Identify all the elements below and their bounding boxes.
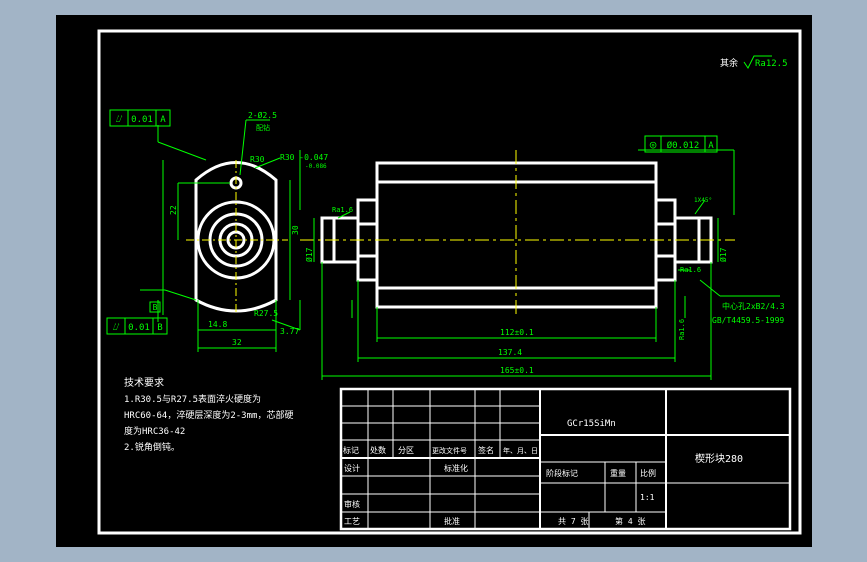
title-block (339, 387, 792, 531)
sheet-number: 第 4 张 (615, 516, 645, 526)
datum-b-box: B (149, 301, 161, 313)
standardize-label: 标准化 (444, 463, 468, 473)
dim-32-label: 32 (232, 338, 242, 347)
center-hole-label: 中心孔2xB2/4.3 (722, 301, 785, 311)
dim-165-label: 165±0.1 (500, 366, 534, 375)
weight-header: 重量 (610, 468, 626, 478)
main-view-centerlines (300, 150, 735, 318)
notes-line-2: HRC60-64，淬硬层深度为2-3mm，芯部硬 (124, 409, 293, 421)
row-label-sign: 签名 (478, 445, 494, 455)
dim-112-label: 112±0.1 (500, 328, 534, 337)
dim-137-4-label: 137.4 (498, 348, 522, 357)
end-view-labels: 2-Ø2.5 配钻 R30 R30 -0.047 -0.086 22 30 14… (169, 110, 328, 347)
notes-line-4: 2.锐角倒钝。 (124, 441, 180, 453)
approve-label: 批准 (444, 516, 460, 526)
gdt-right: ◎ Ø0.012 A (644, 135, 718, 153)
main-view-dims (313, 149, 780, 380)
dia-17-left-label: Ø17 (304, 247, 314, 262)
dim-30-label: 30 (291, 225, 300, 235)
row-label-mark: 标记 (343, 445, 359, 455)
chamfer-label: 1X45° (694, 197, 712, 204)
ra-left-label: Ra1.6 (332, 206, 353, 214)
main-view-labels: 112±0.1 137.4 165±0.1 Ø17 Ø17 1X45° 中心孔2… (304, 197, 785, 375)
roughness-general: 其余 Ra12.5 (720, 55, 788, 69)
ra-right-top-label: Ra1.6 (680, 266, 701, 274)
r30-label: R30 (250, 155, 265, 164)
row-label-count: 处数 (370, 445, 386, 455)
design-label: 设计 (344, 463, 360, 473)
r30-tol2-label: -0.086 (305, 163, 327, 170)
gdt-left-bottom-value: 0.01 (128, 323, 150, 333)
notes-title: 技术要求 (124, 376, 164, 389)
end-view-dims (140, 119, 301, 352)
notes-line-1: 1.R30.5与R27.5表面淬火硬度为 (124, 393, 261, 405)
scale-header: 比例 (640, 468, 656, 478)
left-shoulder-top (356, 198, 379, 226)
gdt-right-symbol: ◎ (650, 138, 657, 151)
row-label-date: 年、月、日 (503, 446, 538, 455)
part-name-label: 楔形块280 (695, 453, 743, 465)
svg-text:B: B (153, 303, 158, 312)
dim-14-8-label: 14.8 (208, 320, 227, 329)
roughness-other-label: 其余 (720, 57, 738, 69)
stage-header: 阶段标记 (546, 468, 578, 478)
title-block-text: GCr15SiMn 楔形块280 标记 处数 分区 更改文件号 签名 年、月、日… (343, 419, 743, 526)
gdt-left-top-symbol: ⌰ (116, 114, 123, 125)
notes-line-3: 度为HRC36-42 (124, 425, 185, 437)
left-shoulder-bottom (356, 254, 379, 282)
holes-note: 配钻 (256, 123, 270, 132)
gdt-right-value: Ø0.012 (667, 140, 700, 151)
process-label: 工艺 (344, 517, 360, 526)
gdt-left-top-value: 0.01 (131, 115, 153, 125)
row-label-doc: 更改文件号 (432, 446, 467, 455)
gdt-left-bottom-symbol: ⌰ (113, 322, 120, 333)
end-view-centerlines (186, 160, 288, 315)
holes-label: 2-Ø2.5 (248, 110, 277, 120)
gdt-left-bottom: ⌰ 0.01 B (106, 317, 168, 335)
gdt-left-top: ⌰ 0.01 A (109, 109, 171, 127)
scale-value: 1:1 (640, 493, 655, 502)
dim-22-label: 22 (169, 205, 178, 215)
drawing-frame (97, 29, 802, 535)
roughness-other-value: Ra12.5 (755, 59, 788, 69)
review-label: 审核 (344, 499, 360, 509)
dia-17-right-label: Ø17 (718, 247, 728, 262)
right-shoulder-top (654, 198, 677, 226)
r30-tol-label: R30 -0.047 (280, 153, 328, 162)
gdt-left-top-datum: A (160, 115, 166, 125)
gdt-left-bottom-datum: B (157, 323, 162, 333)
ra-right-bottom-label: Ra1.6 (678, 319, 686, 340)
technical-notes: 技术要求 1.R30.5与R27.5表面淬火硬度为 HRC60-64，淬硬层深度… (124, 376, 293, 453)
dim-3-77-label: 3.77 (280, 327, 299, 336)
material-label: GCr15SiMn (567, 419, 616, 429)
right-shoulder-bottom (654, 254, 677, 282)
canvas-background (56, 15, 812, 547)
center-hole-std-label: GB/T4459.5-1999 (712, 316, 784, 325)
row-label-zone: 分区 (398, 446, 414, 455)
r27-5-label: R27.5 (254, 309, 278, 318)
sheets-total: 共 7 张 (558, 517, 588, 526)
gdt-right-datum: A (708, 141, 714, 151)
